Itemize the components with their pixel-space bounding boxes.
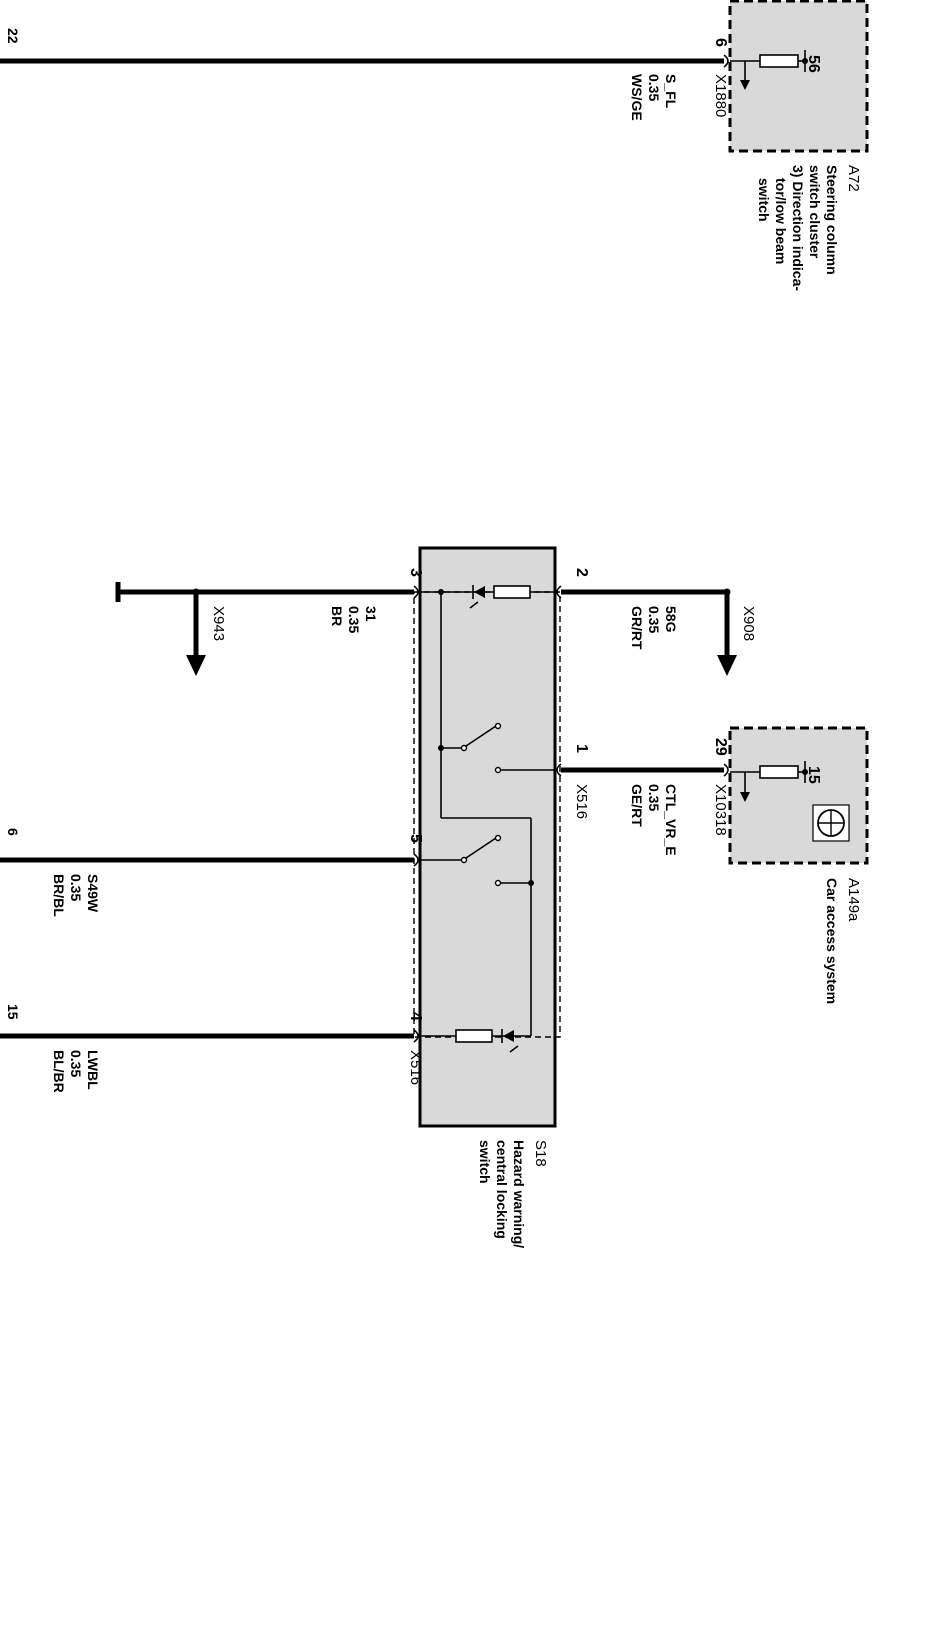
wire-31-signal: 31 (363, 606, 379, 622)
wire-31-size: 0.35 (346, 606, 362, 633)
component-a149a: 15 (728, 726, 869, 865)
component-s18 (413, 546, 561, 1128)
edge-mark-mid: 6 (5, 828, 21, 836)
a72-desc-4: tor/low beam (773, 178, 789, 264)
wire-58g-size: 0.35 (646, 606, 662, 633)
a72-pin-6: 6 (712, 38, 729, 47)
wire-31: 3 X943 31 0.35 BR (115, 568, 424, 676)
s18-led-upper-icon (469, 585, 485, 609)
s18-resistor-lower (455, 1029, 493, 1043)
s18-id: S18 (532, 1140, 549, 1167)
s18-desc-3: switch (477, 1140, 493, 1184)
a149a-pin-15: 15 (805, 766, 822, 784)
wire-58g-color: GR/RT (629, 606, 645, 650)
a149a-housing (728, 726, 869, 865)
wire-ctl-color: GE/RT (629, 784, 645, 827)
wire-31-color: BR (329, 606, 345, 626)
wire-s49w-signal: S49W (85, 874, 101, 913)
plug-x10318: X10318 (712, 784, 729, 836)
wire-s-fl-signal: S_FL (663, 74, 679, 109)
a72-pin-56: 56 (805, 55, 822, 73)
wire-ctl-vr-e: 1 29 X10318 X516 CTL_VR_E 0.35 GE/RT (556, 738, 729, 856)
s18-pin-4: 4 (407, 1012, 424, 1021)
s18-led-lower-icon (501, 1029, 519, 1053)
wire-s-fl: 6 X1880 S_FL 0.35 WS/GE 22 (0, 28, 729, 121)
plug-x516-a: X516 (573, 784, 590, 819)
a72-resistor (759, 54, 799, 68)
wire-ctl-size: 0.35 (646, 784, 662, 811)
s18-desc-2: central locking (494, 1140, 510, 1239)
a72-housing (728, 0, 869, 153)
a72-desc-5: switch (756, 178, 772, 222)
s18-pin-2: 2 (573, 568, 590, 577)
wire-s-fl-color: WS/GE (629, 74, 645, 121)
s18-label: S18 Hazard warning/ central locking swit… (477, 1140, 549, 1248)
plug-x908: X908 (740, 606, 757, 641)
a149a-resistor (759, 765, 799, 779)
wire-58g-signal: 58G (663, 606, 679, 633)
a149a-id: A149a (845, 878, 862, 922)
a149a-label: A149a Car access system (824, 878, 862, 1004)
component-a72: 56 (728, 0, 869, 153)
plug-x1880: X1880 (712, 74, 729, 117)
wire-s49w-color: BR/BL (51, 874, 67, 917)
a72-id: A72 (845, 165, 862, 192)
s18-desc-1: Hazard warning/ (511, 1140, 527, 1248)
edge-mark-top: 22 (5, 28, 21, 44)
s18-pin-1: 1 (573, 744, 590, 753)
a72-desc-3: 3) Direction indica- (790, 165, 806, 291)
s18-resistor-upper (493, 585, 531, 599)
s18-pin-5: 5 (407, 834, 424, 843)
plug-x943: X943 (210, 606, 227, 641)
wire-lwbl-size: 0.35 (68, 1050, 84, 1077)
wire-lwbl-color: BL/BR (51, 1050, 67, 1093)
edge-mark-bottom: 15 (5, 1004, 21, 1020)
plug-x516-b: X516 (407, 1050, 424, 1085)
wire-s-fl-size: 0.35 (646, 74, 662, 101)
a72-label: A72 Steering column switch cluster 3) Di… (756, 165, 862, 291)
a149a-desc: Car access system (824, 878, 840, 1004)
wire-ctl-signal: CTL_VR_E (663, 784, 679, 856)
a149a-logo-icon (812, 804, 850, 842)
a72-desc-2: switch cluster (807, 165, 823, 259)
wire-lwbl: 4 X516 LWBL 0.35 BL/BR 15 (0, 1004, 424, 1093)
wire-s49w-size: 0.35 (68, 874, 84, 901)
wire-58g: 2 X908 58G 0.35 GR/RT (556, 568, 757, 676)
wire-lwbl-signal: LWBL (85, 1050, 101, 1090)
a72-desc-1: Steering column (824, 165, 840, 275)
wire-s49w: 5 S49W 0.35 BR/BL 6 (0, 828, 424, 917)
a149a-pin-29: 29 (712, 738, 729, 756)
s18-pin-3: 3 (407, 568, 424, 577)
